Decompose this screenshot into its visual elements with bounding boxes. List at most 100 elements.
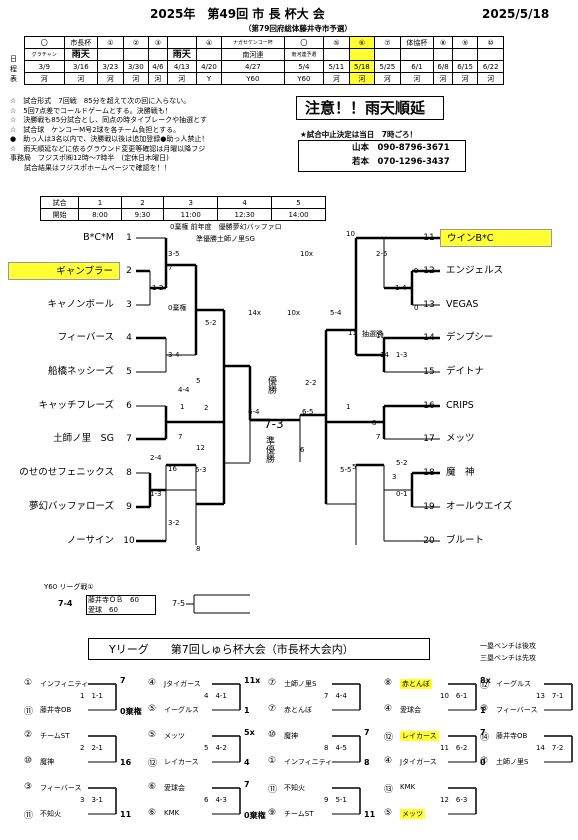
ygame-text: 1 1-1 [80,692,103,700]
bracket-label: 7 [376,433,381,441]
team-left-number: 7 [126,434,132,444]
team-right: オールウエイズ [446,501,513,512]
ygame-text: ⑬ [384,785,394,795]
ygame-text: 土師ノ里S [284,680,317,688]
team-left-number: 3 [126,300,132,310]
bracket-label: 7 [168,264,173,272]
times-cell: 14:00 [271,208,326,221]
contact-box [298,140,466,172]
ygame-lines [332,787,361,815]
ygame-text: 3 3-1 [80,796,103,804]
ygame-text: ③ [480,704,489,714]
ygame-text: 藤井寺OB [40,706,72,714]
rule-line: ☆ 5回7点差でコールドゲームとする。決勝戦も！ [10,106,172,115]
ygame-text: チームST [284,810,314,818]
ygame-text: 5 4-2 [204,744,227,752]
bracket-label: 3-4 [168,351,180,359]
bracket-label: 6-5 [302,408,314,416]
schedule-cell-place: 河 [148,72,168,85]
team-left: キャッチフレーズ [38,400,114,411]
ygame-text: 1 [244,706,250,715]
bracket-label: 16 [168,465,177,473]
notice-title: 注意！！雨天順延 [305,99,426,117]
yleague-note1: 一塁ベンチは後攻 [480,642,536,650]
team-left: ノーサイン [66,535,114,546]
contact-title: ★試合中止決定は当日 7時ごろ！ [300,130,417,139]
team-left: 船橋ネッシーズ [47,366,114,377]
bracket-label: 2-2 [305,379,317,387]
ygame-text: 12 6-3 [440,796,468,804]
team-left: フィーバース [57,332,114,343]
y60-title: Y60 リーグ戦① [44,583,94,591]
page-title: 2025年 第49回 市 長 杯大 会 [150,7,325,21]
bracket-label: 5-4 [330,309,342,317]
ygame-text: 不知火 [284,784,305,792]
bracket-label: 0 [414,304,419,312]
ygame-text: KMK [400,783,416,791]
times-cell: 11:00 [163,208,219,221]
rule-line: 試合結果はフジスポホームページで確認を！！ [10,163,171,172]
team-right: ブルート [446,535,485,546]
ygame-text: ⑤ [384,808,393,818]
ygame-text: フィーバース [40,784,82,792]
yleague-note2: 三塁ベンチは先攻 [480,654,536,662]
ygame-text: ⑩ [268,730,277,740]
ygame-text: ⑫ [480,681,490,691]
ygame-lines [212,787,241,815]
ygame-text: インフィニティ [40,680,89,688]
team-left: キャノンボール [47,299,114,310]
rule-line: ● 助っ人は3名以内で、決勝戦以後は追加登録●助っ人禁止！ [10,135,209,143]
rule-line: ☆ 試合球 ケンコーM号2球を各チーム負担とする。 [10,125,181,134]
bracket-label: 8 [372,419,377,427]
ygame-text: ⑦ [480,756,489,766]
team-right: 魔 神 [446,467,475,478]
ygame-text: 7 [120,676,126,685]
ygame-text: 10 6-1 [440,692,468,700]
team-right: CRIPS [446,400,474,411]
ygame-text: チームST [40,732,70,740]
ygame-text: 魔神 [284,732,298,740]
ygame-text: ① [268,756,277,766]
bracket-label: 5-2 [205,319,217,327]
team-left-number: 6 [126,401,132,411]
contact-1: 山本 090-8796-3671 [352,143,450,153]
bracket-label: 準優勝土師ノ里SG [196,235,255,243]
ygame-text: 藤井寺OB [496,732,528,740]
bracket-label: 準優勝 [264,436,274,463]
bracket-label: 2 [204,404,209,412]
ygame-text: 6 4-3 [204,796,227,804]
team-right: VEGAS [446,299,479,310]
ygame-text: 不知火 [40,810,61,818]
bracket-label: 5-2 [396,459,408,467]
ygame-text: 1 [480,706,486,715]
ygame-text: ④ [148,678,157,688]
team-left-number: 2 [126,266,132,276]
bracket-label: 5 [352,463,357,471]
schedule-cell-place: 河 [348,72,376,85]
rule-line: 事務局 フジスポ㈱12時～7時半 (定休日木曜日) [10,154,169,162]
team-left-number: 8 [126,468,132,478]
ygame-text: ⑥ [148,782,157,792]
ygame-text: 8 4-5 [324,744,347,752]
team-left-number: 9 [126,502,132,512]
bracket-label: 7 [178,433,183,441]
ygame-text: インフィニティ [284,758,333,766]
bracket-label: 2-5 [376,250,388,258]
ygame-text: メッツ [164,732,185,740]
ygame-text: 2 2-1 [80,744,103,752]
schedule-cell-place: 河 [24,72,65,85]
bracket-label: 0棄権 前年度 優勝夢幻バッファロ [170,223,282,231]
ygame-text: 魔神 [40,758,54,766]
bracket-label: 3 [392,473,397,481]
schedule-cell-place: 河 [323,72,350,85]
bracket-label: 抽選勝 [362,330,383,338]
team-left: B*C*M [83,232,114,243]
page-subtitle: （第79回府総体藤井寺市予選） [244,24,352,33]
schedule-cell-place: Y60 [283,72,325,85]
contact-2: 若本 070-1296-3437 [352,157,450,167]
schedule-cell-top: ⑥ [348,36,376,49]
ygame-text: ④ [384,756,393,766]
ygame-text: ⑧ [384,678,393,688]
ygame-text: 9 5-1 [324,796,347,804]
